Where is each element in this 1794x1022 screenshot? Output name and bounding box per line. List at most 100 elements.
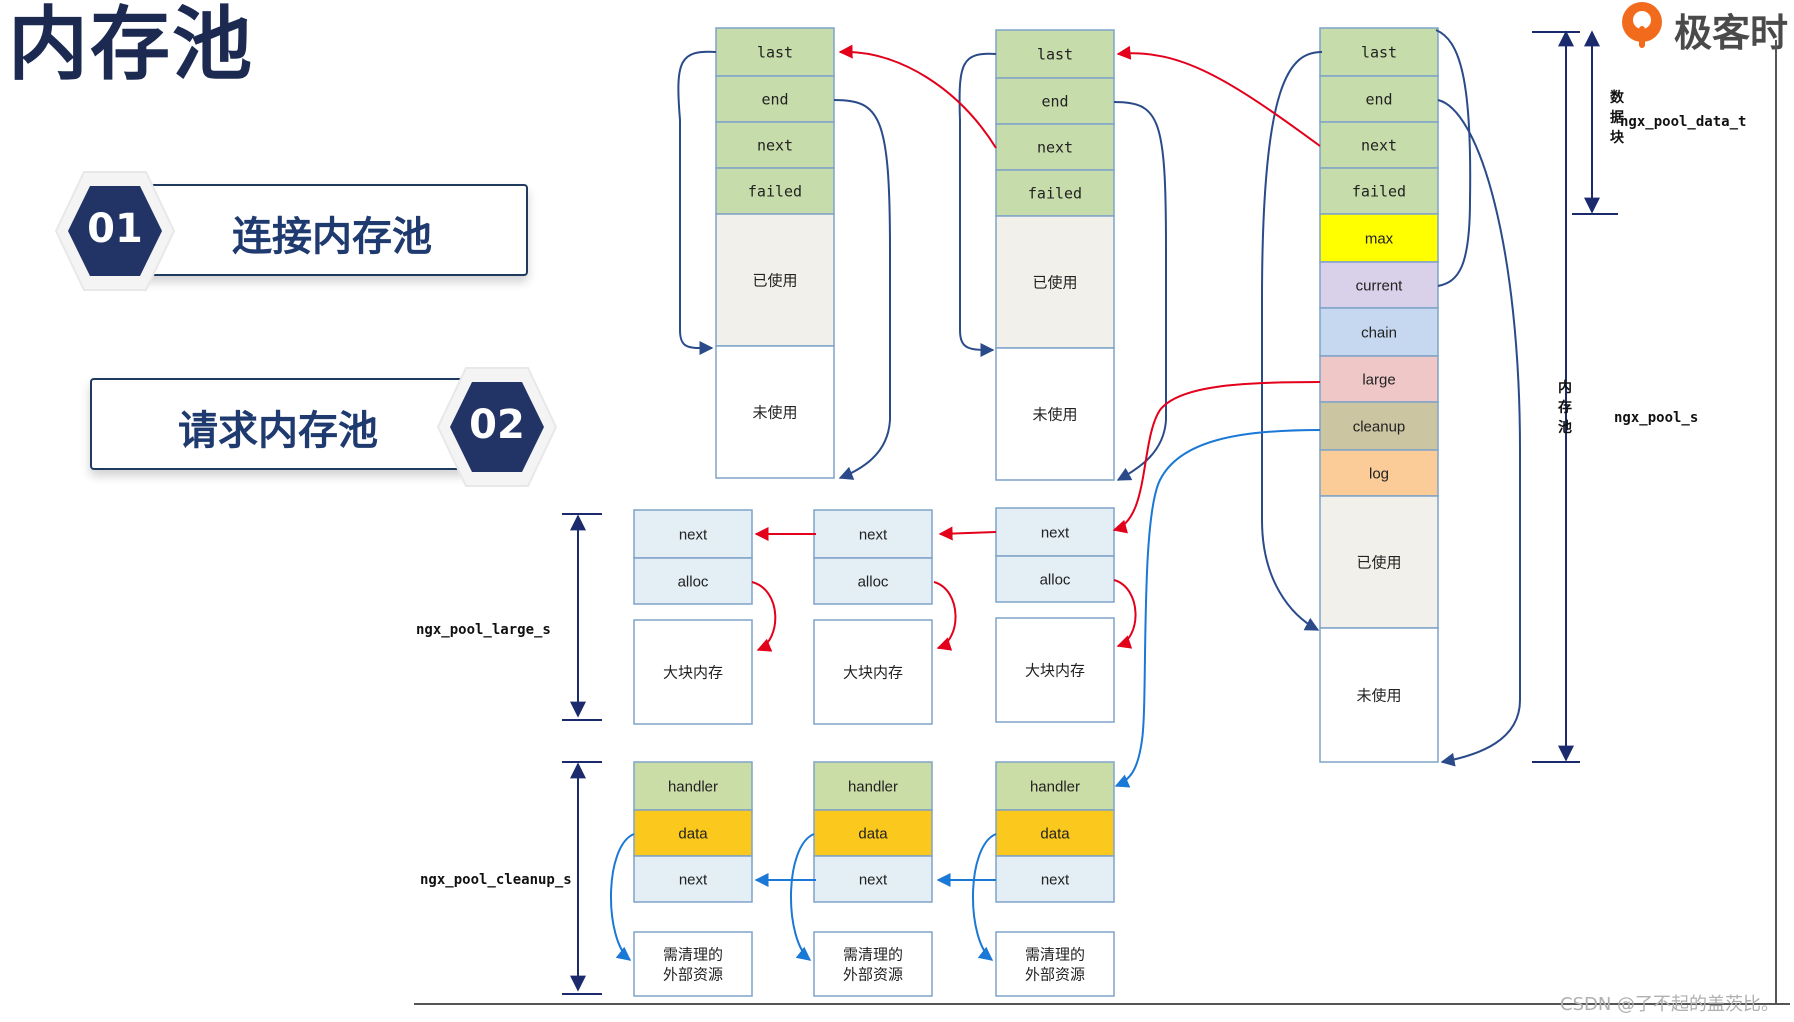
pool2-next-arrow: [838, 44, 997, 149]
data-block-char-2: 据: [1610, 109, 1624, 126]
cleanup3-next-label: next: [1041, 871, 1070, 888]
pool3-field-4-label: max: [1365, 230, 1394, 247]
large1-alloc: alloc: [633, 557, 753, 605]
pool2-field-5-label: 未使用: [1032, 406, 1077, 423]
large2-block: 大块内存: [813, 619, 933, 725]
cleanup3-data: data: [995, 809, 1115, 857]
pool3-field-2: next: [1319, 121, 1439, 169]
cleanup1-next-label: next: [679, 871, 708, 888]
pool1-field-4-label: 已使用: [752, 272, 797, 289]
pool3-field-7-label: large: [1362, 371, 1395, 388]
pool3-field-0: last: [1319, 27, 1439, 77]
cleanup2-handler-label: handler: [848, 778, 898, 795]
pool3-field-8-label: cleanup: [1353, 418, 1406, 435]
pool1-field-2-label: next: [757, 136, 793, 154]
pool1-field-5: 未使用: [715, 345, 835, 479]
nav-card-01[interactable]: 连接内存池: [130, 184, 528, 276]
cleanup1-handler-label: handler: [668, 778, 718, 795]
cleanup2-data: data: [813, 809, 933, 857]
hexagon-badge-icon: [436, 367, 558, 487]
cleanup2-next: next: [813, 855, 933, 903]
pool3-field-11-label: 未使用: [1356, 687, 1401, 704]
pool2-field-2-label: next: [1037, 138, 1073, 156]
large3-block: 大块内存: [995, 617, 1115, 723]
pool3-field-11: 未使用: [1319, 627, 1439, 763]
nav-badge-02-number: 02: [469, 402, 525, 448]
pool1-field-2: next: [715, 121, 835, 169]
large1-alloc-label: alloc: [678, 573, 709, 590]
geektime-logo-icon: [1622, 2, 1662, 48]
pool3-cleanup-arrow: [1114, 429, 1321, 788]
cleanup2-handler: handler: [813, 761, 933, 811]
pool-char-2: 存: [1558, 399, 1572, 416]
watermark: CSDN @了不起的盖茨比。: [1560, 994, 1780, 1015]
cleanup2-next-label: next: [859, 871, 888, 888]
nav-card-01-label: 连接内存池: [232, 214, 432, 260]
large1-alloc-arrow: [751, 581, 777, 652]
pool3-field-3: failed: [1319, 167, 1439, 215]
cleanup1-data-label: data: [678, 825, 708, 842]
pool1-last-arrow: [677, 50, 717, 356]
pool2-field-2: next: [995, 123, 1115, 171]
nav-card-02[interactable]: 请求内存池: [90, 378, 488, 470]
cleanup1-data: data: [633, 809, 753, 857]
cleanup1-handler: handler: [633, 761, 753, 811]
large3-block-label: 大块内存: [1025, 662, 1085, 679]
pool3-field-6: chain: [1319, 307, 1439, 357]
pool1-field-0-label: last: [757, 43, 793, 61]
large3-alloc: alloc: [995, 555, 1115, 603]
cleanup3-next: next: [995, 855, 1115, 903]
cleanup3-data-arrow: [972, 833, 997, 961]
pool-char-1: 内: [1558, 379, 1572, 396]
pool3-field-5-label: current: [1356, 277, 1404, 294]
pool2-end-arrow: [1113, 101, 1167, 481]
pool1-field-0: last: [715, 27, 835, 77]
large2-alloc: alloc: [813, 557, 933, 605]
pool3-field-3-label: failed: [1352, 182, 1406, 200]
nav-badge-02: 02: [436, 364, 558, 490]
pool2-field-3: failed: [995, 169, 1115, 217]
pool3-last-arrow: [1261, 51, 1323, 631]
large1-next: next: [633, 509, 753, 559]
pool2-field-1-label: end: [1041, 92, 1068, 110]
cleanup3-handler-label: handler: [1030, 778, 1080, 795]
large3-alloc-arrow: [1113, 579, 1137, 649]
pool2-field-4-label: 已使用: [1032, 274, 1077, 291]
large2-alloc-label: alloc: [858, 573, 889, 590]
large2-next: next: [813, 509, 933, 559]
pool1-field-1: end: [715, 75, 835, 123]
pool3-field-1-label: end: [1365, 90, 1392, 108]
cleanup2-block-label: 需清理的: [843, 946, 903, 963]
large2-alloc-arrow: [933, 581, 957, 651]
pool2-field-0: last: [995, 29, 1115, 79]
ngx-pool-data-t-label: ngx_pool_data_t: [1620, 114, 1746, 130]
cleanup2-data-arrow: [790, 833, 815, 961]
pool1-end-arrow: [833, 99, 891, 480]
cleanup1-next: next: [633, 855, 753, 903]
large2-next-label: next: [859, 526, 888, 543]
nav-badge-01: 01: [54, 168, 176, 294]
ngx-pool-s-label: ngx_pool_s: [1614, 410, 1698, 426]
cleanup1-data-arrow: [610, 833, 635, 961]
large3-next-label: next: [1041, 524, 1070, 541]
page-title: 内存池: [8, 0, 254, 91]
pool3-field-2-label: next: [1361, 136, 1397, 154]
pool2-field-0-label: last: [1037, 45, 1073, 63]
pool3-field-5: current: [1319, 261, 1439, 309]
pool3-field-0-label: last: [1361, 43, 1397, 61]
cleanup2-block-label: 外部资源: [843, 966, 903, 983]
cleanup1-block-label: 需清理的: [663, 946, 723, 963]
large3-next-arrow: [938, 526, 997, 541]
pool1-field-5-label: 未使用: [752, 404, 797, 421]
pool3-field-1: end: [1319, 75, 1439, 123]
large1-block-label: 大块内存: [663, 664, 723, 681]
pool1-field-4: 已使用: [715, 213, 835, 347]
large2-block-label: 大块内存: [843, 664, 903, 681]
pool2-last-arrow: [958, 52, 997, 357]
pool3-field-10: 已使用: [1319, 495, 1439, 629]
ngx-pool-large-s-label: ngx_pool_large_s: [416, 622, 551, 638]
pool1-field-3-label: failed: [748, 182, 802, 200]
pool3-field-6-label: chain: [1361, 324, 1397, 341]
